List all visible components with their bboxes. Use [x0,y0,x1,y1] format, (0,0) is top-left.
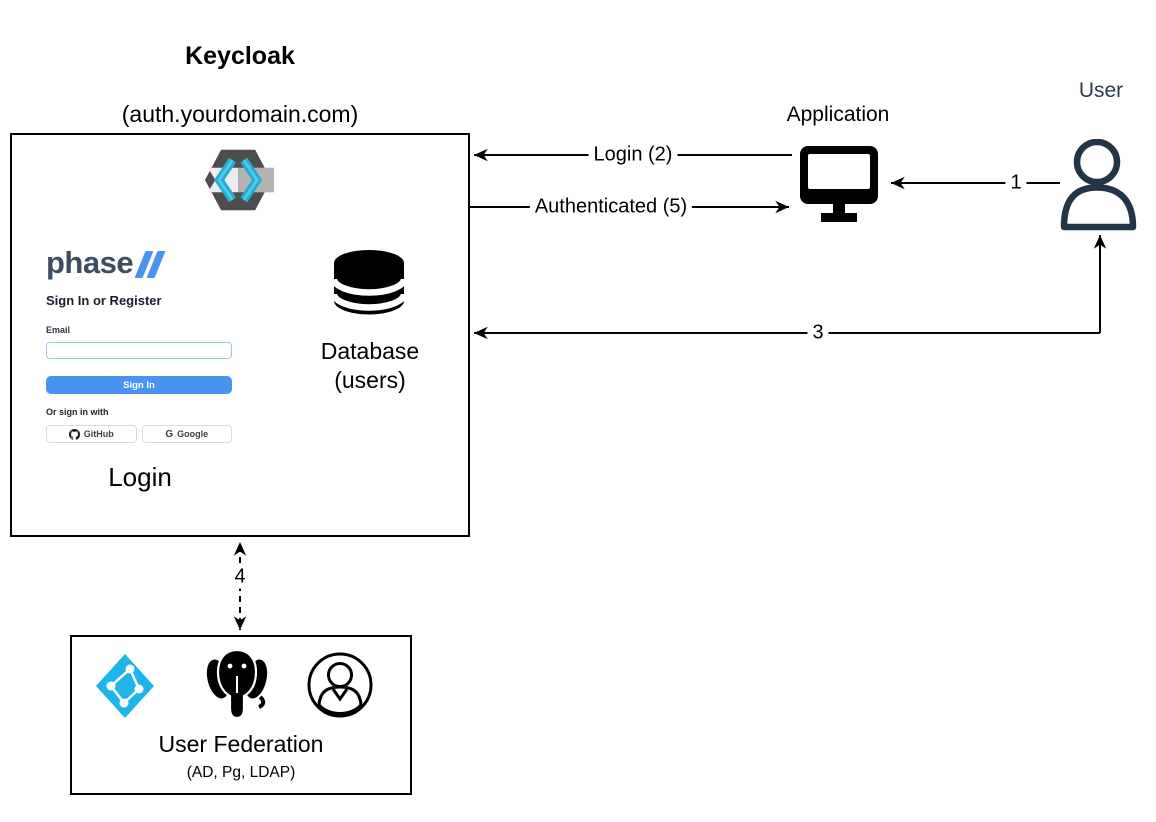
monitor-icon [800,146,878,222]
arrow-label-step4: 4 [229,565,251,589]
oauth-buttons-row: GitHub G Google [46,425,232,443]
arrow-label-authenticated: Authenticated (5) [529,195,693,219]
database-sublabel: (users) [334,367,406,393]
phase-logo: phase [46,245,166,280]
arrow-label-step3: 3 [807,321,829,345]
google-button-label: Google [177,429,209,439]
google-button[interactable]: G Google [141,425,232,443]
email-label: Email [46,325,71,335]
oauth-divider-label: Or sign in with [46,407,109,417]
email-input[interactable] [46,342,232,359]
google-icon: G [165,428,174,440]
database-label: Database [320,338,420,364]
github-button[interactable]: GitHub [46,425,137,443]
keycloak-domain-subtitle: (auth.yourdomain.com) [121,101,359,127]
user-federation-sublabel: (AD, Pg, LDAP) [186,764,296,781]
signin-heading: Sign In or Register [46,293,162,308]
user-label: User [1078,79,1124,102]
user-icon [1060,139,1137,231]
phase-logo-text: phase [46,245,134,280]
github-button-label: GitHub [83,429,114,439]
page-title: Keycloak [185,42,295,70]
application-label: Application [786,103,890,126]
azure-ad-icon [96,654,154,718]
login-caption: Login [108,462,172,492]
ldap-user-icon [307,652,373,718]
keycloak-logo-icon [205,149,275,211]
phase-slashes-icon [134,250,166,278]
github-icon [68,428,80,440]
user-federation-label: User Federation [158,731,324,757]
arrow-label-login: Login (2) [588,143,678,167]
database-icon [333,250,405,315]
postgresql-icon [204,648,270,720]
sign-in-button[interactable]: Sign In [46,376,232,394]
arrow-label-step1: 1 [1005,171,1027,195]
